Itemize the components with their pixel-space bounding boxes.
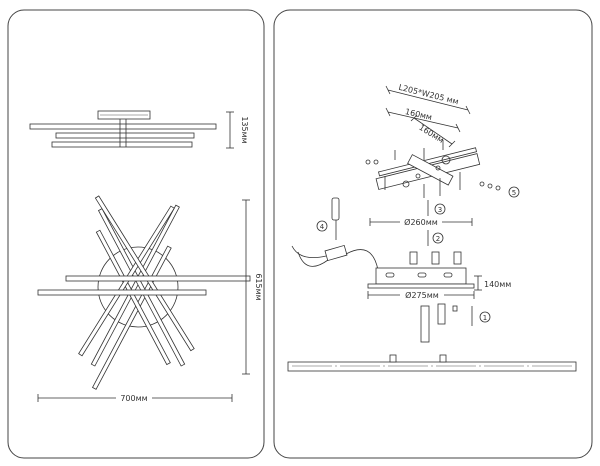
top-view-ring: [97, 246, 179, 328]
terminal-block: [324, 244, 348, 262]
plate-size-dim-line: [387, 89, 469, 111]
connector-step: 1: [420, 303, 491, 343]
side-bar-top: [29, 123, 217, 130]
step-3-marker: [434, 203, 446, 215]
base-box: 140мм Ø275мм: [367, 267, 511, 300]
connector-long: [420, 305, 430, 343]
side-bar-bottom: [51, 141, 193, 148]
long-rod: [287, 354, 577, 372]
right-panel: [273, 9, 593, 459]
mount-diameter-label: Ø260мм: [404, 217, 438, 227]
svg-text:1: 1: [483, 314, 487, 322]
arm-b-label: 160мм: [417, 123, 445, 145]
top-bar-1: [65, 275, 251, 282]
svg-text:2: 2: [436, 235, 440, 243]
connector-short: [437, 303, 446, 325]
arm-a-dim-line: [387, 111, 459, 129]
side-bar-mid: [55, 132, 195, 139]
svg-text:3: 3: [438, 206, 442, 214]
base-box-body: [375, 267, 467, 285]
step-2-marker: [432, 232, 444, 244]
step-4-marker: [316, 220, 328, 232]
step-1-marker: [479, 311, 491, 323]
left-panel: [7, 9, 265, 459]
screwdriver-handle: [331, 197, 340, 221]
top-height-label: 615мм: [254, 273, 263, 300]
svg-text:4: 4: [320, 223, 325, 231]
arm-a-label: 160мм: [404, 107, 433, 122]
top-width-label: 700мм: [120, 394, 147, 403]
top-view: 700мм 615мм: [37, 195, 263, 403]
wiring-step: 4: [291, 197, 379, 271]
long-rod-body: [287, 361, 577, 372]
side-height-label: 135мм: [240, 116, 249, 143]
svg-text:5: 5: [512, 189, 516, 197]
arm-b-dim-line: [413, 117, 453, 145]
base-diameter-label: Ø275мм: [405, 290, 439, 300]
mounting-plate-group: L205*W205 мм 160мм 160мм: [365, 83, 520, 265]
step-5-marker: [508, 186, 520, 198]
top-bar-2: [37, 289, 207, 296]
base-height-label: 140мм: [484, 280, 511, 289]
side-view: 135мм: [29, 110, 249, 149]
